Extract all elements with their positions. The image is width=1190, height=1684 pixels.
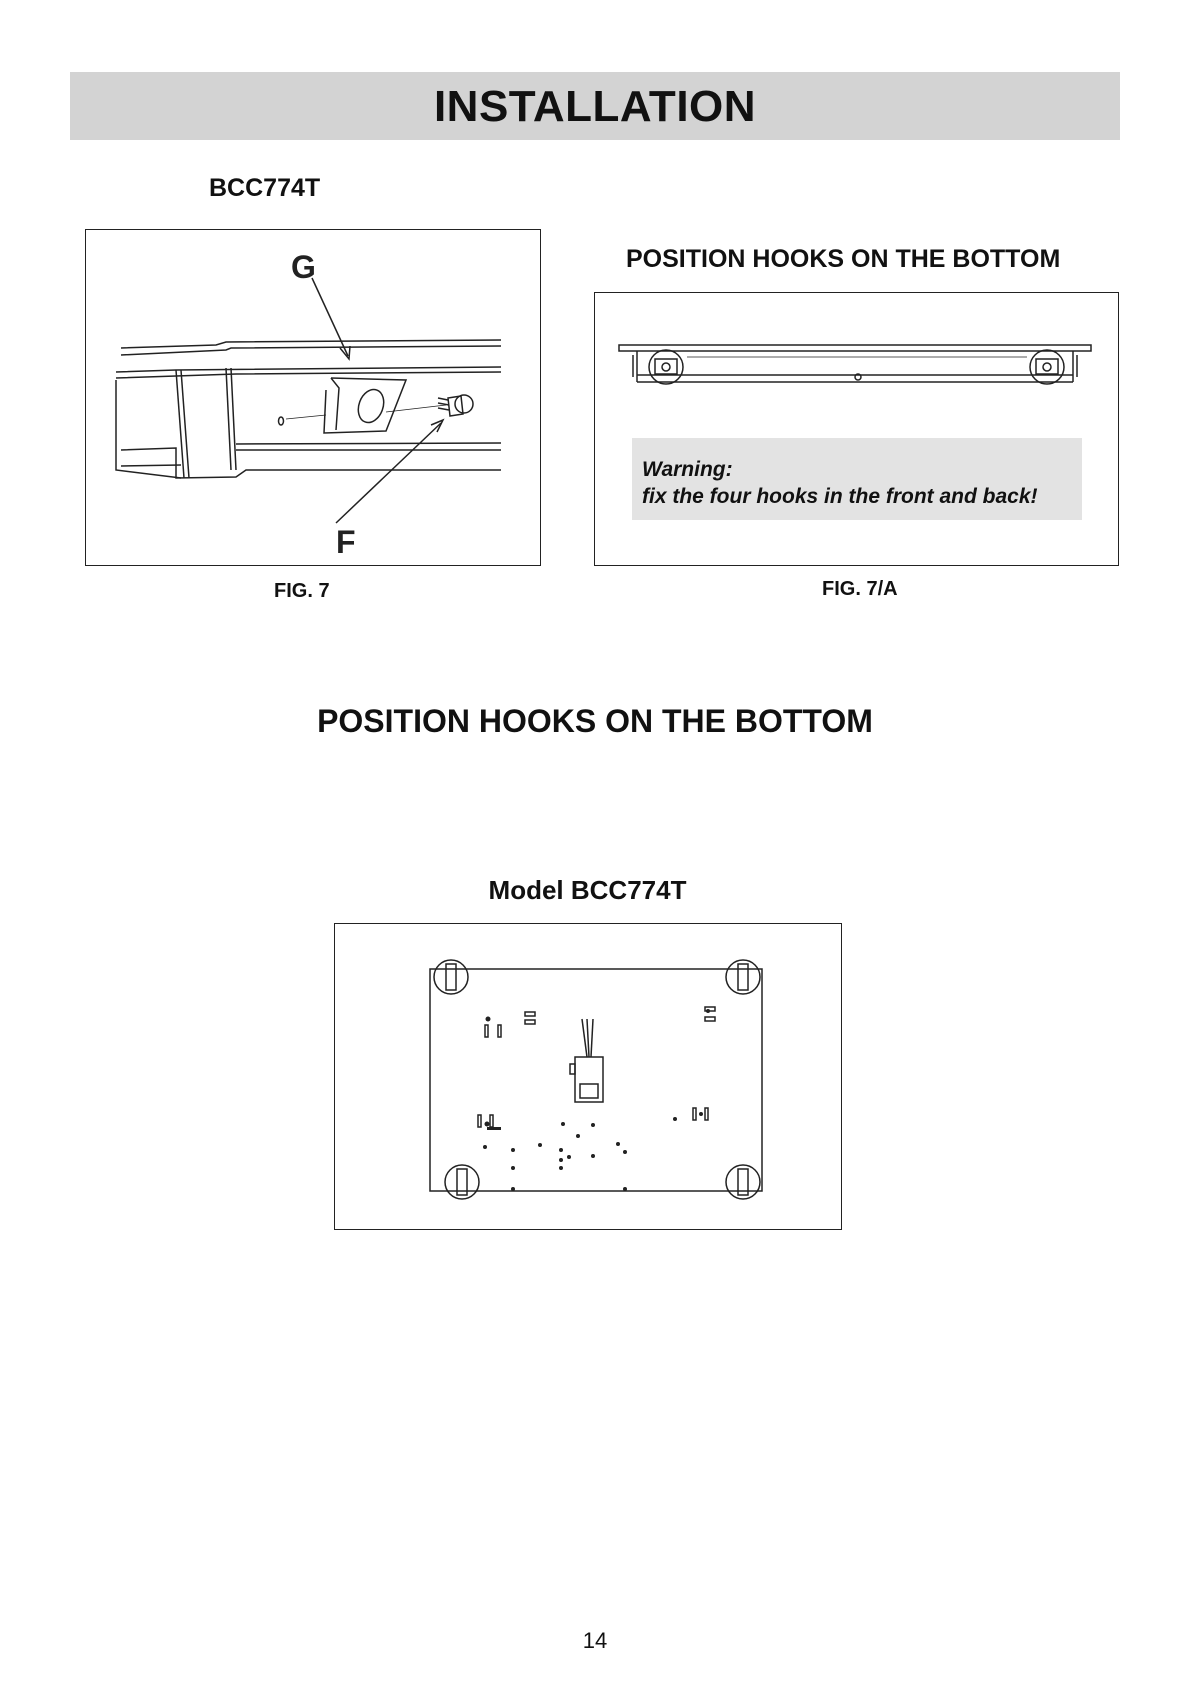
section-title: POSITION HOOKS ON THE BOTTOM <box>0 703 1190 740</box>
warning-heading: Warning: <box>642 456 1072 483</box>
figure-7-label-f: F <box>336 524 356 560</box>
figure-7-frame: G F <box>85 229 541 566</box>
warning-text: fix the four hooks in the front and back… <box>642 483 1072 510</box>
bottom-view-frame <box>334 923 842 1230</box>
figure-7a-title: POSITION HOOKS ON THE BOTTOM <box>626 245 1060 274</box>
figure-7-drawing: G F <box>86 230 542 567</box>
header-banner: INSTALLATION <box>70 72 1120 140</box>
model-subheading: Model BCC774T <box>0 875 1175 906</box>
figure-7a-drawing <box>595 293 1120 567</box>
page-number: 14 <box>0 1628 1190 1654</box>
figure-7-caption: FIG. 7 <box>274 580 330 603</box>
figure-7a-frame <box>594 292 1119 566</box>
figure-7-label-g: G <box>291 249 316 285</box>
bottom-view-drawing <box>335 924 843 1231</box>
model-heading: BCC774T <box>209 174 320 203</box>
warning-box: Warning: fix the four hooks in the front… <box>632 438 1082 520</box>
page-title: INSTALLATION <box>70 82 1120 132</box>
figure-7a-caption: FIG. 7/A <box>822 578 898 601</box>
